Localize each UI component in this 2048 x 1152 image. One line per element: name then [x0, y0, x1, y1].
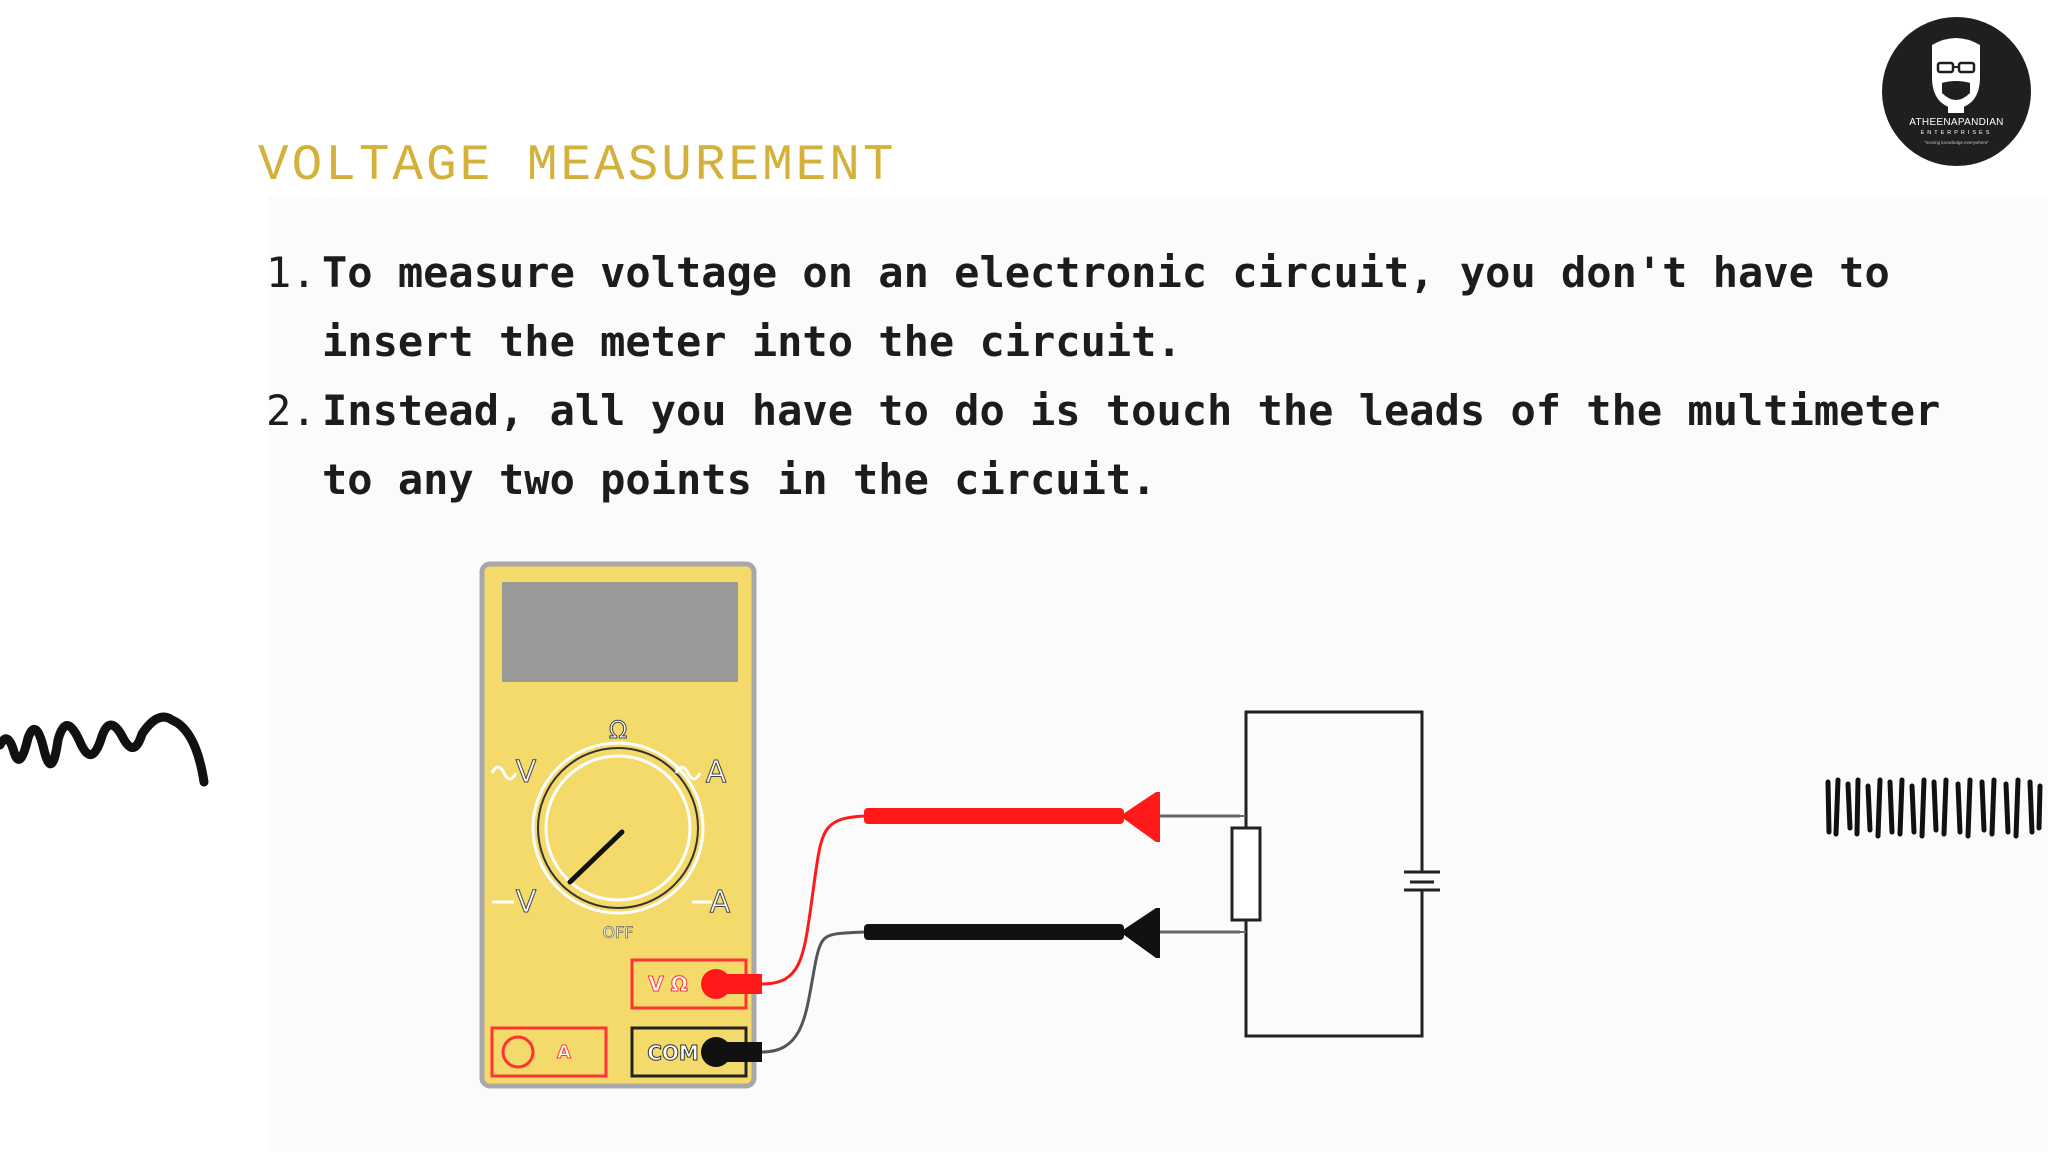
logo-name: ATHEENAPANDIAN	[1909, 117, 2004, 128]
hatch-marks-decoration-icon	[1825, 777, 2043, 839]
dial-label-ac-volts: V	[516, 755, 537, 790]
red-lead-wire	[761, 814, 865, 986]
dial-ring	[531, 741, 705, 915]
slide-title: VOLTAGE MEASUREMENT	[258, 138, 897, 195]
port-label-volt-ohm: V Ω	[648, 972, 687, 996]
red-probe[interactable]	[864, 792, 1240, 842]
avatar-illustration-icon	[1932, 38, 1980, 113]
dial-label-off: OFF	[603, 923, 634, 942]
list-number: 1.	[266, 248, 317, 297]
port-label-amps: A	[557, 1042, 571, 1063]
resistor-icon	[1230, 826, 1262, 922]
voltage-measurement-diagram: Ω V A V A OFF V Ω COM A	[479, 561, 1440, 1089]
list-item: 1. To measure voltage on an electronic c…	[266, 238, 1966, 376]
list-text: Instead, all you have to do is touch the…	[322, 386, 1941, 504]
black-probe[interactable]	[864, 908, 1240, 958]
black-lead-wire	[761, 930, 865, 1054]
logo-subtitle: ENTERPRISES	[1920, 130, 1993, 136]
dial-label-dc-amps: A	[710, 885, 731, 920]
dial-label-ohm: Ω	[609, 716, 627, 744]
brand-logo: ATHEENAPANDIAN ENTERPRISES "moving knowl…	[1882, 17, 2031, 166]
dial-label-ac-amps: A	[706, 755, 727, 790]
port-label-common: COM	[647, 1041, 699, 1065]
port-amps[interactable]	[490, 1026, 608, 1078]
squiggle-decoration-icon	[0, 712, 209, 787]
bullet-list: 1. To measure voltage on an electronic c…	[266, 238, 1966, 514]
list-item: 2. Instead, all you have to do is touch …	[266, 376, 1966, 514]
circuit	[1230, 710, 1440, 1038]
multimeter-display	[502, 582, 738, 682]
list-number: 2.	[266, 386, 317, 435]
selector-dial	[544, 754, 692, 902]
battery-icon	[1404, 870, 1440, 892]
dial-pointer	[567, 829, 625, 885]
dial-label-dc-volts: V	[516, 885, 537, 920]
logo-tagline: "moving knowledge everywhere"	[1924, 140, 1989, 145]
list-text: To measure voltage on an electronic circ…	[322, 248, 1890, 366]
